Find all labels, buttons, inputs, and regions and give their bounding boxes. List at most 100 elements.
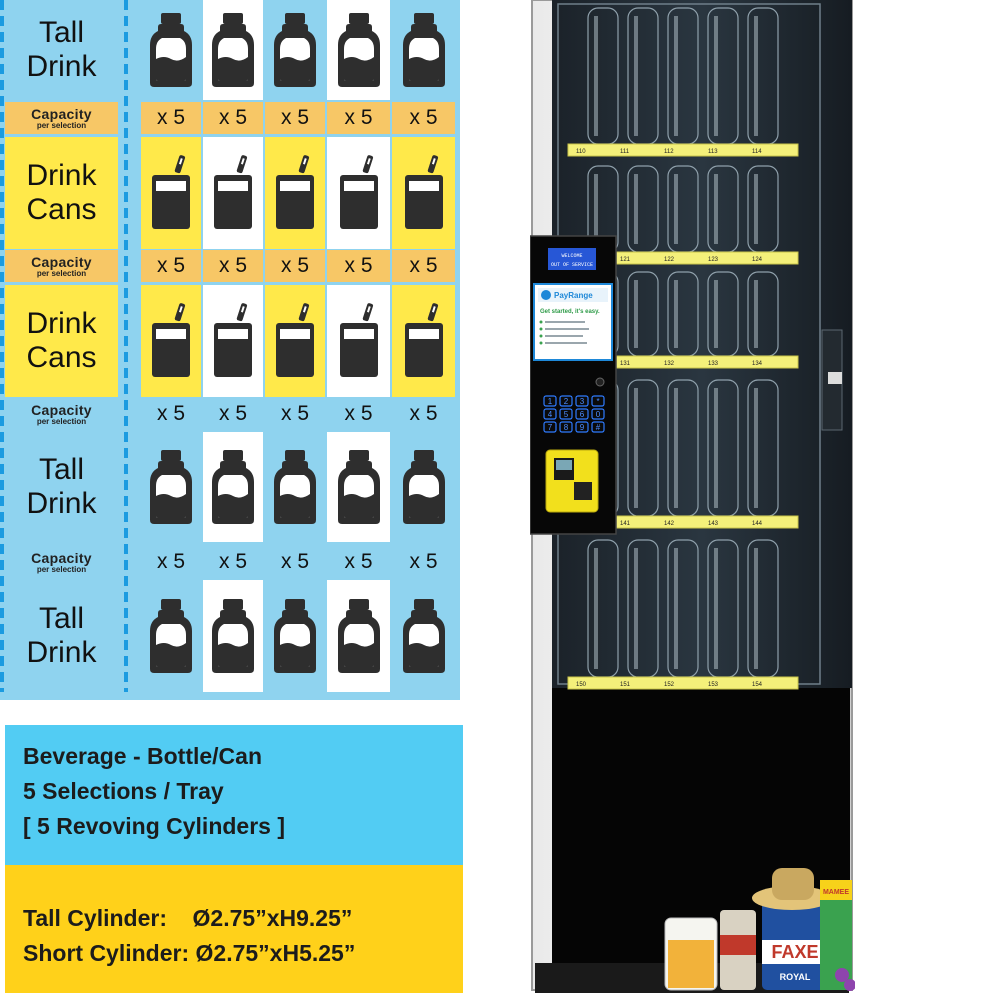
shelf-label: 151 [620, 682, 631, 688]
drink-can-icon [337, 303, 381, 379]
cylinder-size-panel: Tall Cylinder: Ø2.75”xH9.25” Short Cylin… [5, 865, 463, 993]
capacity-value: x 5 [392, 250, 455, 282]
shelf-label: 152 [664, 682, 675, 688]
drink-can-icon [149, 155, 193, 231]
capacity-subtitle: per selection [36, 416, 87, 426]
slot-1-0 [141, 137, 201, 249]
capacity-label: Capacity per selection [5, 102, 118, 134]
keypad-key: 0 [596, 410, 601, 419]
slot-0-3 [327, 0, 390, 100]
keypad-key: 4 [548, 410, 553, 419]
capacity-title: Capacity [31, 549, 92, 566]
slot-4-4 [392, 580, 455, 692]
svg-text:OUT OF SERVICE: OUT OF SERVICE [551, 262, 593, 268]
capacity-subtitle: per selection [36, 120, 87, 130]
keypad-key: 2 [564, 397, 569, 406]
capacity-value: x 5 [327, 546, 390, 578]
capacity-subtitle: per selection [36, 564, 87, 574]
capacity-value: x 5 [265, 102, 325, 134]
row-label-1: Drink Cans [5, 137, 118, 249]
capacity-value: x 5 [265, 398, 325, 430]
product-group: FAXE ROYAL MAMEE [664, 868, 856, 991]
row-label-2: Drink Cans [5, 285, 118, 397]
divider-dashed-stripe [124, 0, 128, 692]
tall-bottle-icon [148, 597, 194, 675]
svg-text:WELCOME: WELCOME [561, 253, 582, 259]
keypad-key: 6 [580, 410, 585, 419]
slot-1-1 [203, 137, 263, 249]
shelf-label: 123 [708, 257, 719, 263]
keypad-key: 5 [564, 410, 569, 419]
capacity-chart: Tall Drink [0, 0, 460, 700]
tall-bottle-icon [401, 11, 447, 89]
slot-2-1 [203, 285, 263, 397]
capacity-subtitle: per selection [36, 268, 87, 278]
tall-bottle-icon [401, 448, 447, 526]
capacity-value: x 5 [203, 250, 263, 282]
keypad-key: 1 [548, 397, 553, 406]
left-dashed-stripe [0, 0, 4, 692]
row-label-0: Tall Drink [5, 0, 118, 100]
svg-text:ROYAL: ROYAL [780, 972, 811, 982]
slot-0-0 [141, 0, 201, 100]
capacity-value: x 5 [327, 250, 390, 282]
shelf-label: 132 [664, 361, 675, 367]
tall-bottle-icon [336, 11, 382, 89]
drink-can-icon [211, 303, 255, 379]
shelf-label: 113 [708, 149, 718, 155]
shelf-label: 112 [664, 149, 674, 155]
slot-4-1 [203, 580, 263, 692]
shelf-label: 153 [708, 682, 719, 688]
tall-bottle-icon [272, 597, 318, 675]
shelf-label: 110 [576, 149, 586, 155]
capacity-value: x 5 [203, 102, 263, 134]
row-label-3: Tall Drink [5, 432, 118, 542]
svg-text:FAXE: FAXE [771, 942, 818, 962]
slot-3-3 [327, 432, 390, 542]
tall-cylinder-size: Tall Cylinder: Ø2.75”xH9.25” [23, 905, 353, 931]
slot-3-4 [392, 432, 455, 542]
capacity-title: Capacity [31, 105, 92, 122]
capacity-value: x 5 [392, 546, 455, 578]
info-line-selections: 5 Selections / Tray [23, 778, 224, 804]
slot-0-4 [392, 0, 455, 100]
tall-bottle-icon [272, 448, 318, 526]
slot-1-3 [327, 137, 390, 249]
svg-text:PayRange: PayRange [554, 291, 593, 300]
tall-bottle-icon [336, 597, 382, 675]
slot-3-2 [265, 432, 325, 542]
shelf-label: 114 [752, 149, 762, 155]
slot-1-2 [265, 137, 325, 249]
capacity-label: Capacity per selection [5, 250, 118, 282]
capacity-title: Capacity [31, 401, 92, 418]
slot-0-2 [265, 0, 325, 100]
shelf-label: 134 [752, 361, 763, 367]
drink-can-icon [273, 155, 317, 231]
slot-2-2 [265, 285, 325, 397]
drink-can-icon [149, 303, 193, 379]
slot-2-3 [327, 285, 390, 397]
tall-bottle-icon [336, 448, 382, 526]
slot-1-4 [392, 137, 455, 249]
capacity-value: x 5 [392, 102, 455, 134]
capacity-value: x 5 [327, 102, 390, 134]
tall-bottle-icon [272, 11, 318, 89]
slot-3-1 [203, 432, 263, 542]
svg-text:Get started, it's easy.: Get started, it's easy. [540, 309, 600, 315]
capacity-value: x 5 [327, 398, 390, 430]
svg-text:MAMEE: MAMEE [823, 889, 849, 896]
shelf-label: 154 [752, 682, 763, 688]
slot-2-0 [141, 285, 201, 397]
shelf-label: 133 [708, 361, 719, 367]
slot-2-4 [392, 285, 455, 397]
slot-0-1 [203, 0, 263, 100]
drink-can-icon [402, 303, 446, 379]
tall-bottle-icon [148, 448, 194, 526]
vending-machine-illustration: 1101111121131141201211221231241301311321… [529, 0, 856, 993]
capacity-label: Capacity per selection [5, 546, 118, 578]
shelf-label: 144 [752, 521, 763, 527]
shelf-label: 143 [708, 521, 719, 527]
slot-4-0 [141, 580, 201, 692]
vending-machine: 1101111121131141201211221231241301311321… [529, 0, 856, 1000]
tall-bottle-icon [210, 448, 256, 526]
